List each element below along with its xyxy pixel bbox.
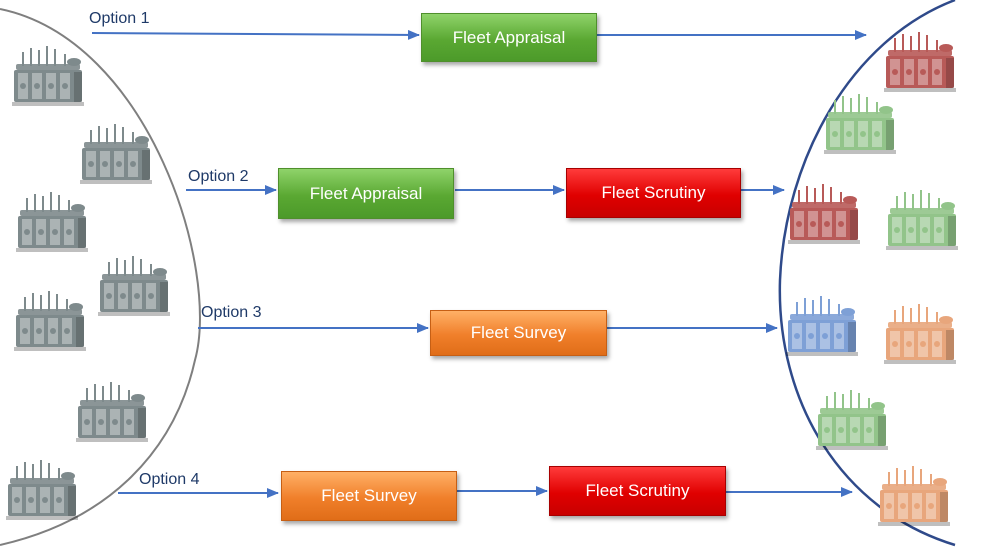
fleet-scrutiny-box-option-2: Fleet Scrutiny [566,168,741,218]
left-fleet-transformers [6,46,170,520]
arrow-opt1-to-appraisal [91,29,420,40]
transformer-icon [786,296,858,356]
transformer-icon [12,46,84,106]
right-fleet-transformers [786,32,958,526]
transformer-icon [14,291,86,351]
transformer-icon [16,192,88,252]
fleet-appraisal-box-option-2: Fleet Appraisal [278,168,454,219]
transformer-icon [6,460,78,520]
transformer-icon [886,190,958,250]
option-4-label: Option 4 [139,471,200,488]
option-3-label: Option 3 [201,304,262,321]
transformer-icon [98,256,170,316]
flow-arrows [91,29,867,498]
option-1-label: Option 1 [89,10,150,27]
option-2-label: Option 2 [188,168,249,185]
transformer-icon [884,304,956,364]
transformer-icon [816,390,888,450]
right-fleet-boundary [778,0,956,547]
transformer-icon [824,94,896,154]
transformer-icon [80,124,152,184]
transformer-icon [884,32,956,92]
fleet-scrutiny-box-option-4: Fleet Scrutiny [549,466,726,516]
transformer-icon [788,184,860,244]
transformer-icon [76,382,148,442]
fleet-appraisal-box-option-1: Fleet Appraisal [421,13,597,62]
fleet-survey-box-option-4: Fleet Survey [281,471,457,521]
left-fleet-boundary [0,8,201,546]
transformer-icon [878,466,950,526]
fleet-survey-box-option-3: Fleet Survey [430,310,607,356]
